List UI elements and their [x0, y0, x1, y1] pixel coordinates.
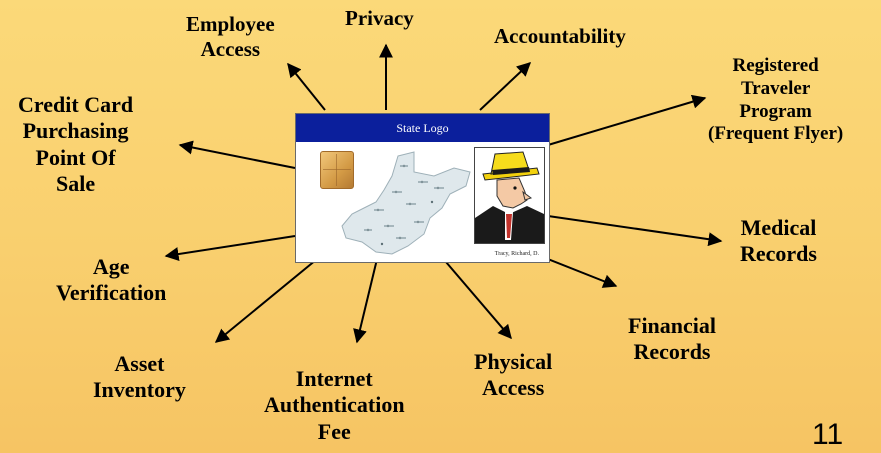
label-credit-card: Credit Card Purchasing Point Of Sale — [18, 92, 133, 198]
label-line: Privacy — [345, 6, 414, 30]
label-line: Registered — [732, 55, 819, 76]
label-asset-inventory: Asset Inventory — [93, 351, 186, 404]
cartoon-detective-image — [475, 148, 544, 243]
label-line: Fee — [317, 418, 351, 444]
label-line: Age — [92, 254, 130, 279]
label-age-verification: Age Verification — [56, 254, 166, 307]
label-line: Asset — [114, 351, 165, 376]
label-line: Access — [200, 37, 261, 62]
label-line: Internet — [295, 366, 373, 391]
arrow-registered-traveler — [547, 94, 707, 146]
label-privacy: Privacy — [345, 6, 414, 31]
label-line: Financial — [628, 313, 717, 338]
label-line: (Frequent Flyer) — [708, 123, 844, 145]
label-employee-access: Employee Access — [186, 12, 275, 62]
label-line: Accountability — [494, 24, 626, 48]
slide-page-number: 11 — [812, 418, 844, 451]
id-card: State Logo Trac — [295, 113, 550, 263]
arrow-credit-card — [178, 140, 296, 169]
label-line: Records — [633, 339, 711, 365]
label-line: Employee — [186, 12, 275, 36]
label-line: Medical — [740, 215, 817, 240]
label-physical-access: Physical Access — [474, 349, 552, 402]
arrow-internet-auth — [353, 254, 379, 344]
card-header-state-logo: State Logo — [296, 114, 549, 142]
label-line: Credit Card — [18, 92, 134, 117]
arrow-accountability — [479, 62, 532, 111]
arrow-physical-access — [439, 254, 512, 340]
label-line: Access — [481, 375, 545, 401]
arrow-asset-inventory — [214, 254, 323, 343]
label-line: Verification — [56, 280, 167, 306]
label-line: Point Of — [35, 144, 116, 170]
state-map-image — [341, 151, 471, 255]
label-line: Purchasing — [22, 118, 129, 144]
label-accountability: Accountability — [494, 24, 626, 49]
label-line: Program — [739, 100, 812, 122]
arrow-medical-records — [547, 215, 723, 247]
label-internet-authentication-fee: Internet Authentication Fee — [264, 366, 405, 445]
arrow-employee-access — [287, 62, 326, 111]
smart-chip-icon — [320, 151, 354, 189]
label-medical-records: Medical Records — [740, 215, 817, 268]
label-line: Physical — [474, 349, 553, 374]
cardholder-photo — [474, 147, 545, 244]
label-financial-records: Financial Records — [628, 313, 716, 366]
arrow-age-verification — [164, 235, 296, 261]
label-line: Records — [740, 241, 817, 267]
label-line: Sale — [55, 171, 96, 197]
label-registered-traveler: Registered Traveler Program (Frequent Fl… — [708, 55, 843, 146]
label-line: Traveler — [740, 77, 811, 99]
cardholder-name: Tracy, Richard, D. — [494, 251, 539, 257]
label-line: Authentication — [264, 392, 405, 418]
label-line: Inventory — [93, 377, 186, 403]
